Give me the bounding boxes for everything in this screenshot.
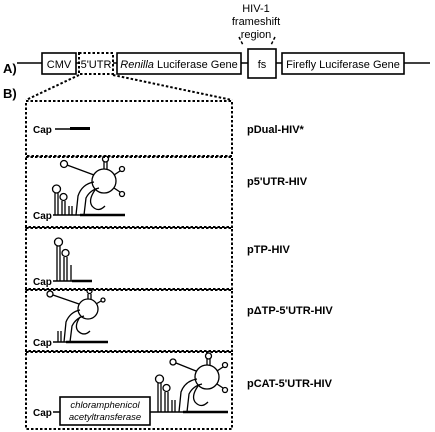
renilla-box: [116, 52, 242, 75]
panel-a-label: A): [3, 61, 17, 76]
expand-line-right: [112, 74, 233, 101]
construct-3-rna: Cap: [33, 237, 92, 288]
frameshift-label-line1: HIV-1: [242, 3, 270, 15]
construct-2-rna: Cap: [33, 155, 126, 222]
construct-name-5: pCAT-5'UTR-HIV: [247, 378, 333, 390]
utr-box: [78, 52, 114, 75]
cap-label-1: Cap: [33, 125, 52, 136]
construct-1-rna: Cap: [33, 125, 90, 136]
renilla-label: Renilla Luciferase Gene: [120, 59, 237, 71]
construct-name-1: pDual-HIV*: [247, 124, 305, 136]
construct-box-3: [25, 227, 233, 290]
cmv-box: [41, 52, 77, 75]
construct-name-3: pTP-HIV: [247, 244, 290, 256]
fs-box: [247, 48, 277, 79]
cap-label-2: Cap: [33, 211, 52, 222]
cat-gene-box: [59, 396, 151, 426]
firefly-box: [281, 52, 405, 75]
cat-gene-label-line2: acetyltransferase: [69, 412, 141, 423]
frameshift-pointer-left: [238, 36, 244, 46]
firefly-label: Firefly Luciferase Gene: [286, 59, 400, 71]
construct-box-5: [25, 351, 233, 430]
cap-label-4: Cap: [33, 338, 52, 349]
cmv-label: CMV: [47, 59, 72, 71]
panel-b-label: B): [3, 86, 17, 101]
construct-name-2: p5'UTR-HIV: [247, 176, 308, 188]
expand-line-left: [25, 74, 80, 101]
cap-label-5: Cap: [33, 408, 52, 419]
frameshift-label-line2: frameshift: [232, 16, 280, 28]
construct-box-4: [25, 289, 233, 352]
frameshift-pointer-right: [270, 36, 276, 46]
renilla-italic: Renilla: [120, 59, 154, 71]
fs-label: fs: [258, 59, 267, 71]
cat-gene-label-line1: chloramphenicol: [70, 400, 140, 411]
frameshift-label-line3: region: [241, 29, 272, 41]
cap-label-3: Cap: [33, 277, 52, 288]
construct-box-2: [25, 156, 233, 228]
utr-label: 5'UTR: [81, 59, 112, 71]
renilla-rest: Luciferase Gene: [154, 59, 238, 71]
construct-5-rna: Cap chloramphenicol acetyltransferase: [33, 352, 229, 426]
construct-name-4: pΔTP-5'UTR-HIV: [247, 305, 333, 317]
construct-4-rna: Cap: [33, 287, 108, 349]
